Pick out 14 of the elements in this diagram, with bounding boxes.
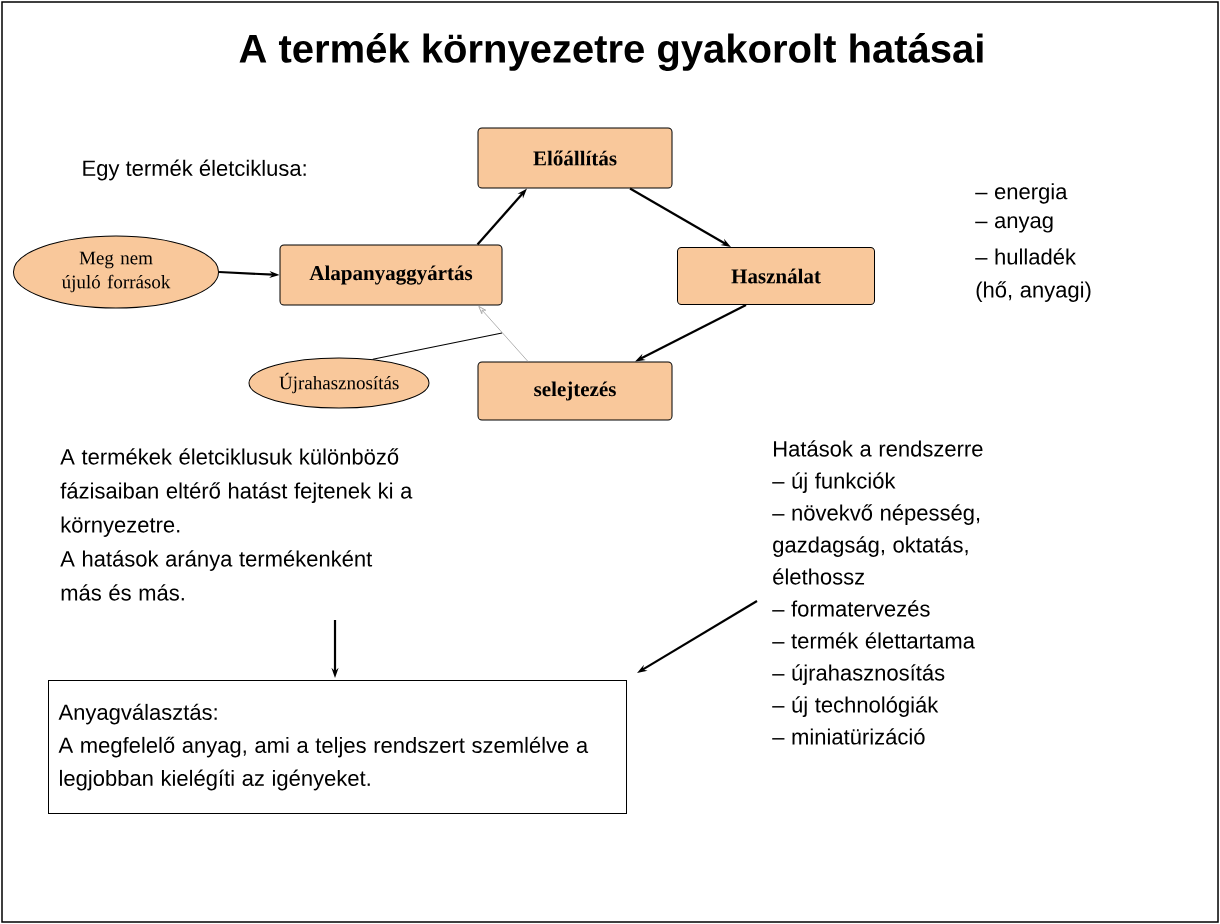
paragraph-text: A termékek életciklusuk különböző fázisaiban eltérő hatást fejtenek ki a környezetre. A hatások aránya termékenként más és más.	[60, 448, 413, 601]
leader-line	[372, 332, 503, 360]
caption-text: Egy termék életciklusa:	[83, 159, 306, 181]
stage-box: Előállítás	[477, 127, 673, 189]
stage-box: Használat	[677, 247, 875, 305]
title: A termék környezetre gyakorolt hatásai	[239, 33, 983, 71]
arrow	[478, 306, 529, 362]
list-item: – anyag	[975, 216, 1053, 233]
list-item: – hulladék (hő, anyagi)	[975, 248, 1091, 302]
text-box: Anyagválasztás: A megfelelő anyag, ami a teljes rendszert szemlélve a legjobban kielégíti az igényeket.	[48, 680, 627, 814]
stage-box: selejtezés	[477, 361, 673, 421]
list-item: – energia	[975, 183, 1068, 204]
stage-box: Alapanyaggyártás	[279, 244, 503, 306]
bullet-list: Hatások a rendszerre – új funkciók – növekvő népesség, gazdagság, oktatás, élethossz – formatervezés – termék élettartama – újrahasznosítás – új technológiák – miniatürizáció	[772, 440, 983, 745]
